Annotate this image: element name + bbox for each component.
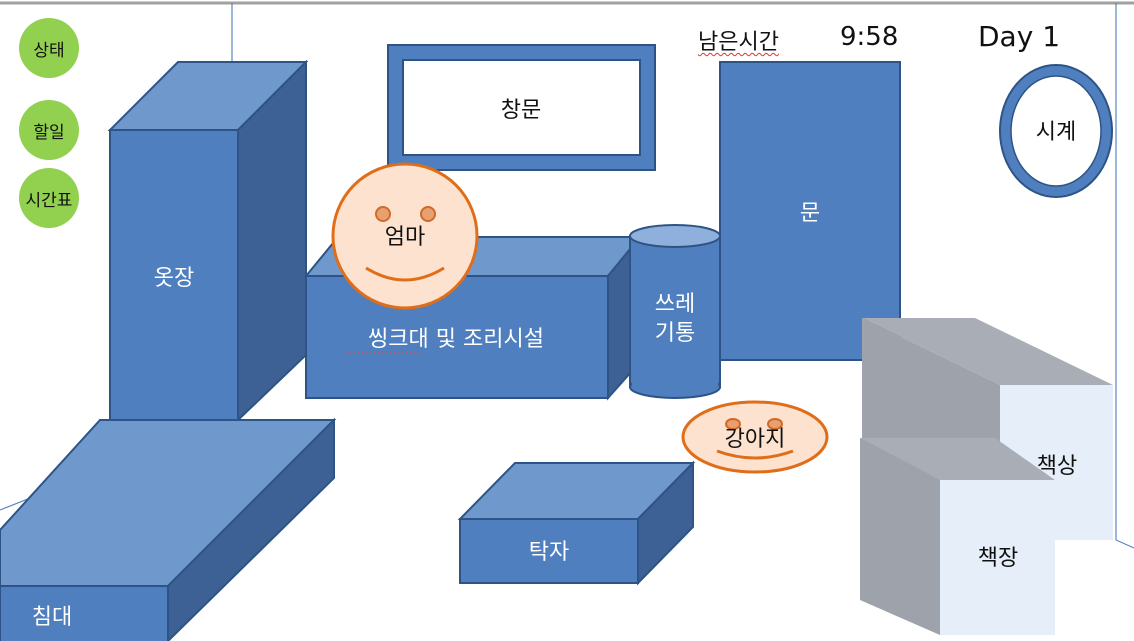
sink-label: 씽크대 및 조리시설 (368, 327, 544, 352)
trash-can[interactable]: 쓰레 기통 (629, 224, 721, 399)
clock[interactable]: 시계 (999, 64, 1113, 198)
bookshelf[interactable]: 책장 (860, 438, 1055, 635)
window-label: 창문 (501, 98, 541, 123)
floor-line-right (1115, 539, 1134, 549)
wardrobe-label: 옷장 (154, 266, 194, 291)
dog-right-eye (767, 418, 783, 430)
schedule-button[interactable]: 시간표 (19, 168, 79, 228)
clock-label: 시계 (1036, 120, 1076, 145)
mom-label: 엄마 (385, 225, 425, 250)
mom-smile (365, 266, 445, 282)
bed[interactable]: 침대 (0, 417, 337, 641)
time-remaining-value: 9:58 (840, 22, 899, 52)
dog-label: 강아지 (725, 427, 786, 452)
status-button-label: 상태 (33, 40, 65, 61)
status-button[interactable]: 상태 (19, 18, 79, 78)
door-label: 문 (800, 201, 820, 226)
bed-label: 침대 (32, 605, 72, 630)
dog-smile (716, 449, 794, 460)
day-counter: Day 1 (978, 20, 1061, 53)
door[interactable]: 문 (719, 61, 901, 361)
mom-character[interactable]: 엄마 (331, 162, 479, 310)
schedule-button-label: 시간표 (25, 190, 73, 211)
dog-character[interactable]: 강아지 (681, 400, 829, 474)
table[interactable]: 탁자 (457, 460, 696, 586)
todo-button[interactable]: 할일 (19, 100, 79, 160)
mom-left-eye (375, 206, 391, 222)
window[interactable]: 창문 (387, 44, 656, 171)
time-remaining-label: 남은시간 (698, 30, 779, 55)
dog-left-eye (725, 418, 741, 430)
bookshelf-label: 책장 (978, 546, 1018, 571)
trash-label-line2: 기통 (655, 321, 695, 346)
mom-right-eye (420, 206, 436, 222)
wardrobe[interactable]: 옷장 (107, 59, 309, 423)
todo-button-label: 할일 (33, 122, 65, 143)
trash-label-line1: 쓰레 (655, 292, 695, 317)
table-label: 탁자 (529, 540, 569, 565)
